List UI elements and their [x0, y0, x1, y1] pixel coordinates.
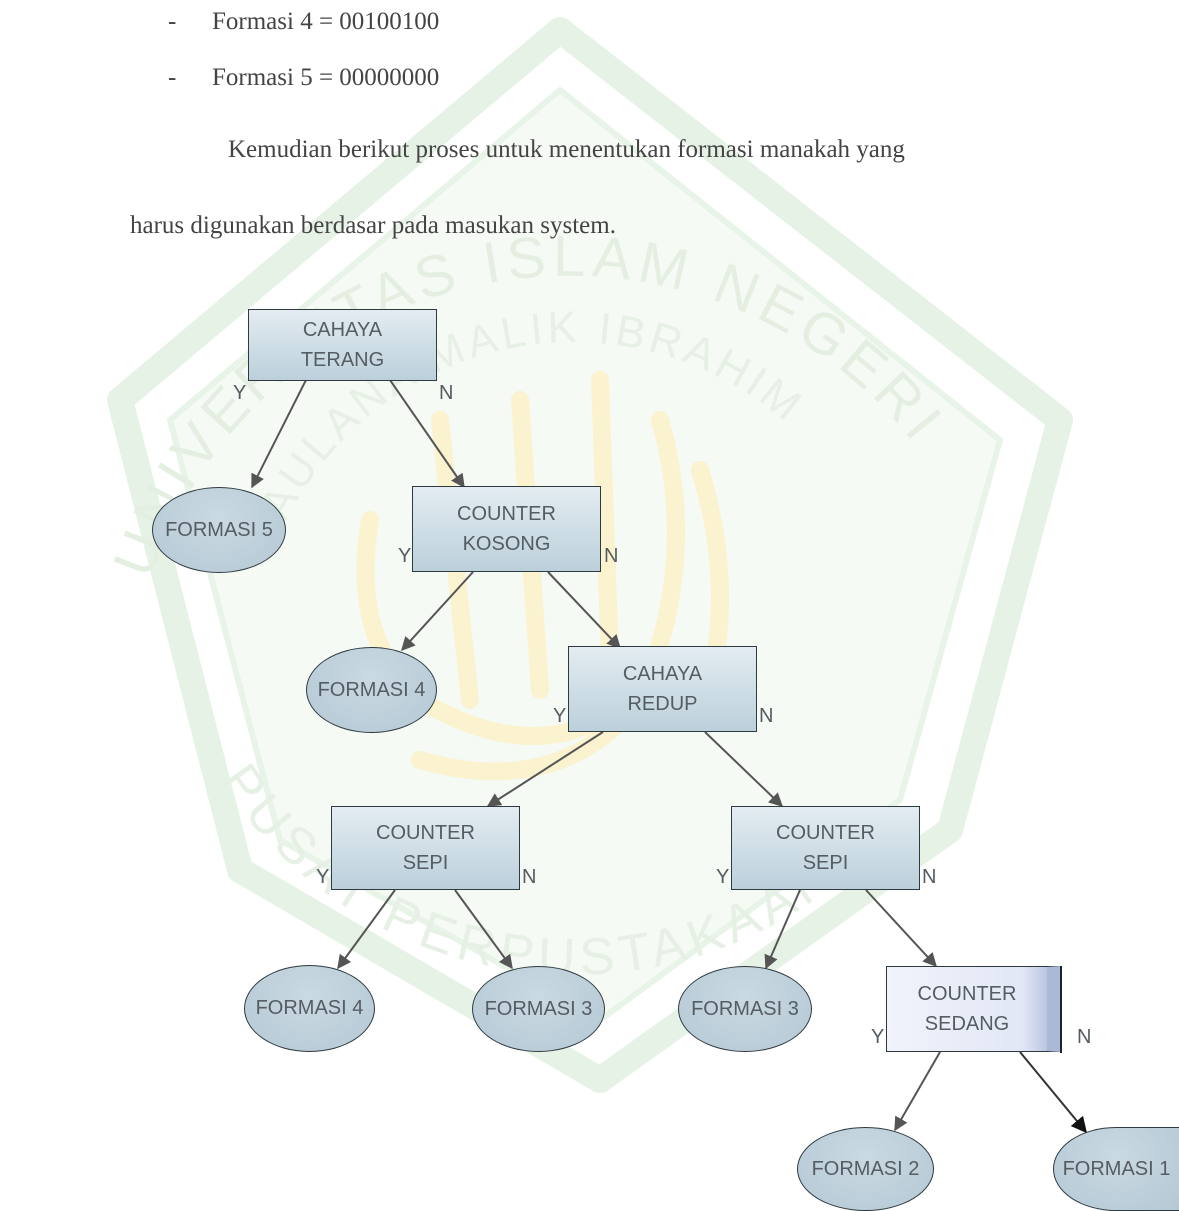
yes-label: Y	[398, 545, 412, 567]
node-label-line1: CAHAYA	[302, 319, 383, 341]
outcome-node-formasi-4-upper: FORMASI 4	[306, 647, 437, 733]
outcome-label: FORMASI 5	[165, 518, 273, 541]
decision-node-cahaya-redup: CAHAYA REDUP	[568, 646, 757, 732]
paragraph-line-1: Kemudian berikut proses untuk menentukan…	[228, 136, 905, 163]
decision-node-counter-sepi-left: COUNTER SEPI	[331, 806, 520, 890]
edge-d3-d4	[486, 731, 604, 807]
outcome-label: FORMASI 3	[691, 997, 799, 1020]
outcome-label: FORMASI 3	[484, 997, 593, 1020]
edge-d6-o7	[1019, 1051, 1088, 1134]
list-bullet: -	[168, 8, 177, 35]
edge-d1-o1	[251, 379, 307, 489]
node-label-line1: COUNTER	[457, 503, 556, 525]
decision-node-counter-sedang: COUNTER SEDANG	[886, 965, 1062, 1053]
outcome-label: FORMASI 4	[255, 997, 364, 1019]
no-label: N	[522, 866, 537, 888]
outcome-node-formasi-3-right: FORMASI 3	[678, 966, 812, 1052]
yes-label: Y	[233, 382, 247, 404]
outcome-label: FORMASI 1	[1062, 1157, 1171, 1180]
decision-node-counter-sepi-right: COUNTER SEPI	[731, 806, 920, 890]
edge-d5-d6	[865, 889, 937, 968]
edge-d2-d3	[547, 571, 621, 650]
edge-d4-o4	[454, 889, 513, 970]
no-label: N	[439, 382, 454, 404]
list-item-text: Formasi 5 = 00000000	[212, 64, 440, 91]
no-label: N	[922, 866, 937, 888]
node-label-line2: SEDANG	[924, 1013, 1010, 1035]
outcome-node-formasi-3-left: FORMASI 3	[472, 966, 605, 1052]
yes-label: Y	[871, 1026, 885, 1048]
node-label-line1: COUNTER	[917, 983, 1017, 1005]
outcome-label: FORMASI 4	[317, 678, 426, 701]
outcome-node-formasi-1: FORMASI 1	[1053, 1127, 1179, 1211]
node-label-line1: COUNTER	[776, 822, 875, 844]
node-label-line2: KOSONG	[462, 533, 551, 555]
edge-d6-o6	[894, 1051, 941, 1132]
node-label-line1: COUNTER	[376, 822, 475, 844]
decision-node-counter-kosong: COUNTER KOSONG	[412, 486, 601, 572]
no-label: N	[604, 545, 619, 567]
edge-d1-d2	[389, 379, 465, 489]
node-label-line2: REDUP	[627, 693, 698, 715]
edge-d2-o2	[401, 571, 474, 652]
node-label-line1: CAHAYA	[622, 663, 703, 685]
list-bullet: -	[168, 64, 177, 91]
node-label-line2: SEPI	[802, 852, 849, 874]
outcome-node-formasi-5: FORMASI 5	[152, 487, 286, 573]
paragraph-line-2: harus digunakan berdasar pada masukan sy…	[130, 212, 616, 239]
yes-label: Y	[316, 866, 330, 888]
edge-d5-o5	[764, 889, 801, 970]
edge-d3-d5	[704, 731, 784, 807]
no-label: N	[759, 705, 774, 727]
outcome-node-formasi-4-lower: FORMASI 4	[244, 965, 375, 1052]
edge-d4-o3	[337, 889, 396, 970]
list-item-text: Formasi 4 = 00100100	[212, 8, 440, 35]
no-label: N	[1077, 1026, 1092, 1048]
yes-label: Y	[553, 705, 567, 727]
node-label-line2: TERANG	[300, 349, 385, 371]
outcome-node-formasi-2: FORMASI 2	[797, 1127, 934, 1211]
node-label-line2: SEPI	[402, 852, 449, 874]
outcome-label: FORMASI 2	[811, 1157, 920, 1180]
decision-node-cahaya-terang: CAHAYA TERANG	[248, 309, 437, 381]
watermark-shield-outer	[107, 17, 1073, 1093]
yes-label: Y	[716, 866, 730, 888]
